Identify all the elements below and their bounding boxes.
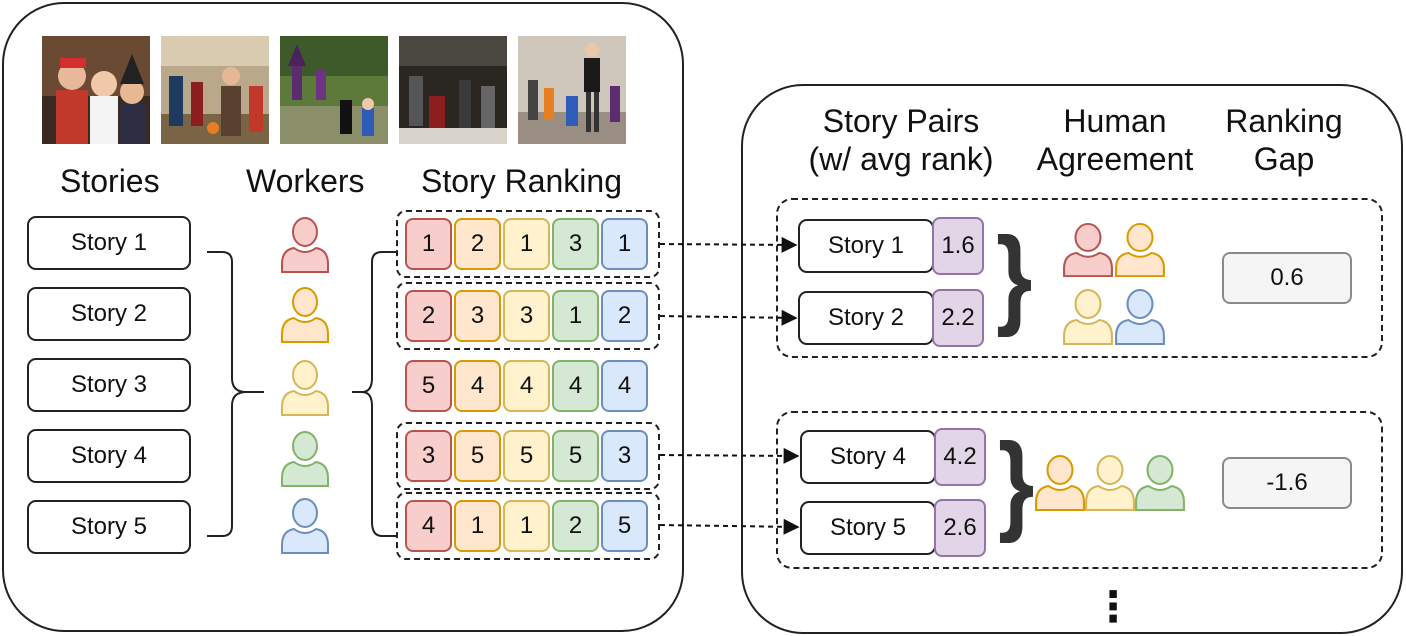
story-box-3: Story 3 [27, 358, 191, 412]
story-photo-5 [518, 36, 626, 144]
ranking-row-box-1 [396, 210, 660, 278]
rank-cell-r2-green: 1 [552, 290, 599, 342]
pair2-avg-a: 4.2 [934, 428, 986, 486]
more-pairs-ellipsis: ⋮ [1092, 583, 1134, 630]
ranking-gap-header-line2: Gap [1253, 141, 1315, 177]
arrow-row4-to-story4 [659, 447, 800, 464]
agreement2-yellow-icon [1084, 454, 1136, 512]
rank-cell-r4-green: 5 [552, 430, 599, 482]
rank-cell-r2-orange: 3 [454, 290, 501, 342]
rank-cell-r1-blue: 1 [601, 218, 648, 270]
story-box-4: Story 4 [27, 429, 191, 483]
story-box-5: Story 5 [27, 500, 191, 554]
ranking-gap-header: Ranking Gap [1214, 102, 1354, 178]
stories-to-workers-brace [207, 251, 264, 537]
ranking-row-box-2 [396, 282, 660, 350]
rank-cell-r3-green: 4 [552, 360, 599, 412]
arrow-row5-to-story5 [659, 518, 800, 535]
ranking-row-box-4 [396, 422, 660, 490]
agreement2-green-icon [1134, 454, 1186, 512]
rank-cell-r5-yellow: 1 [503, 500, 550, 552]
rank-cell-r3-red: 5 [405, 360, 452, 412]
arrow-row1-to-story1 [659, 236, 798, 253]
pair2-ranking-gap: -1.6 [1222, 457, 1352, 509]
pair2-brace-icon: } [998, 421, 1035, 544]
arrow-row2-to-story2 [659, 309, 798, 326]
stories-header: Stories [60, 163, 160, 199]
story-box-2: Story 2 [27, 287, 191, 341]
rank-cell-r2-blue: 2 [601, 290, 648, 342]
worker-orange-icon [280, 286, 330, 344]
story-photo-3 [280, 36, 388, 144]
pair1-brace-icon: } [996, 215, 1033, 338]
worker-yellow-icon [280, 359, 330, 417]
rank-cell-r5-green: 2 [552, 500, 599, 552]
agreement1-yellow-icon [1062, 288, 1114, 346]
rank-cell-r5-blue: 5 [601, 500, 648, 552]
pair2-story-b: Story 5 [800, 501, 936, 555]
rank-cell-r2-yellow: 3 [503, 290, 550, 342]
worker-blue-icon [280, 497, 330, 555]
rank-cell-r1-orange: 2 [454, 218, 501, 270]
ranking-gap-header-line1: Ranking [1225, 103, 1343, 139]
agreement1-blue-icon [1114, 288, 1166, 346]
pair1-story-a: Story 1 [798, 219, 934, 273]
rank-cell-r1-green: 3 [552, 218, 599, 270]
workers-to-ranking-brace [352, 251, 396, 537]
workers-header: Workers [246, 163, 365, 199]
story-photo-4 [399, 36, 507, 144]
pair-group-1 [776, 198, 1383, 358]
story-pairs-header-line1: Story Pairs [822, 103, 980, 139]
story-pairs-header-line2: (w/ avg rank) [808, 141, 994, 177]
story-ranking-header: Story Ranking [421, 163, 622, 199]
pair2-avg-b: 2.6 [934, 499, 986, 557]
pair2-story-a: Story 4 [800, 430, 936, 484]
pair1-avg-a: 1.6 [932, 217, 984, 275]
worker-red-icon [280, 216, 330, 274]
agreement2-orange-icon [1034, 454, 1086, 512]
agreement1-orange-icon [1114, 222, 1166, 278]
story-pairs-header: Story Pairs (w/ avg rank) [790, 102, 1012, 178]
rank-cell-r3-blue: 4 [601, 360, 648, 412]
worker-green-icon [280, 430, 330, 488]
rank-cell-r3-yellow: 4 [503, 360, 550, 412]
rank-cell-r4-yellow: 5 [503, 430, 550, 482]
pair1-story-b: Story 2 [798, 291, 934, 345]
pair1-avg-b: 2.2 [932, 289, 984, 347]
ranking-row-box-5 [396, 492, 660, 560]
rank-cell-r4-blue: 3 [601, 430, 648, 482]
story-box-1: Story 1 [27, 216, 191, 270]
human-agreement-header-line2: Agreement [1036, 141, 1194, 177]
rank-cell-r2-red: 2 [405, 290, 452, 342]
rank-cell-r1-red: 1 [405, 218, 452, 270]
human-agreement-header-line1: Human [1063, 103, 1167, 139]
rank-cell-r4-orange: 5 [454, 430, 501, 482]
agreement1-red-icon [1062, 222, 1114, 278]
story-photo-2 [161, 36, 269, 144]
story-photo-1 [42, 36, 150, 144]
rank-cell-r1-yellow: 1 [503, 218, 550, 270]
pair-group-2 [776, 411, 1383, 569]
pair1-ranking-gap: 0.6 [1222, 252, 1352, 304]
rank-cell-r4-red: 3 [405, 430, 452, 482]
human-agreement-header: Human Agreement [1024, 102, 1206, 178]
rank-cell-r5-red: 4 [405, 500, 452, 552]
rank-cell-r5-orange: 1 [454, 500, 501, 552]
rank-cell-r3-orange: 4 [454, 360, 501, 412]
